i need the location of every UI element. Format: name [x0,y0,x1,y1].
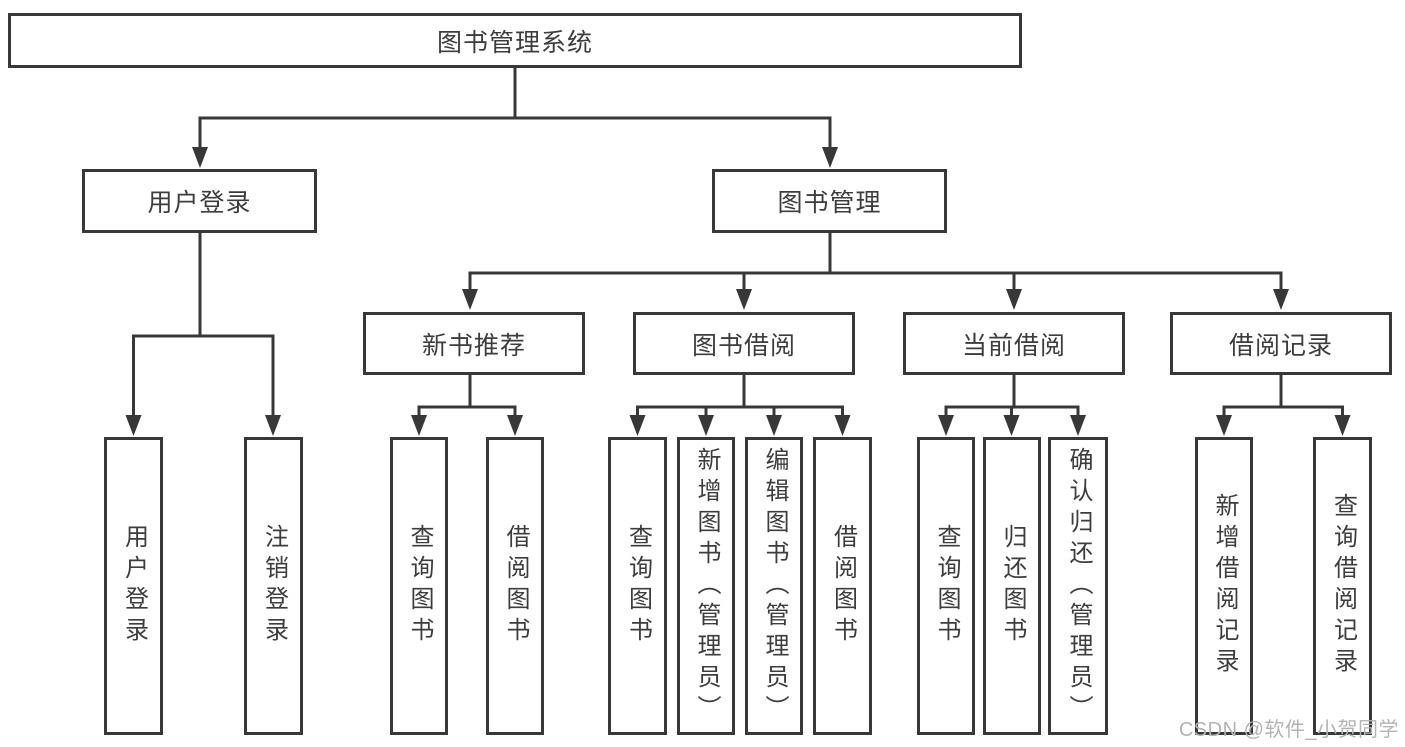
leaf-label: 查询图书 [624,524,652,648]
leaf-query-book-borrow: 查询图书 [608,437,667,735]
leaf-label: 新增借阅记录 [1211,493,1238,679]
node-library-management-system: 图书管理系统 [8,13,1022,68]
node-current-borrow: 当前借阅 [903,312,1125,375]
connector-user-login-branch [125,233,281,436]
leaf-label: 编辑图书（管理员） [761,446,788,726]
connector-borrow-records-branch [1216,375,1351,436]
leaf-label: 查询图书 [933,524,960,648]
node-label: 图书借阅 [691,331,796,360]
leaf-label: 注销登录 [260,524,288,648]
node-label: 用户登录 [147,189,252,217]
leaf-add-borrow-record: 新增借阅记录 [1195,437,1253,735]
connector-new-book-branch [411,375,523,436]
connector-book-borrow-branch [629,375,851,436]
leaf-borrow-book: 借阅图书 [813,437,872,735]
node-label: 借阅记录 [1228,331,1333,360]
node-new-book-recommend: 新书推荐 [363,312,585,375]
connector-book-management-branch [462,233,1289,310]
leaf-query-borrow-record: 查询借阅记录 [1313,437,1372,735]
node-label: 图书管理系统 [436,28,593,57]
leaf-logout: 注销登录 [244,437,303,735]
node-user-login: 用户登录 [82,169,317,233]
node-label: 图书管理 [777,189,882,217]
leaf-add-book-admin: 新增图书（管理员） [677,437,735,735]
leaf-return-book: 归还图书 [983,437,1041,735]
leaf-label: 查询借阅记录 [1329,493,1357,679]
node-label: 新书推荐 [421,331,526,360]
node-borrow-records: 借阅记录 [1170,312,1392,375]
leaf-borrow-book-recommend: 借阅图书 [486,437,544,735]
node-book-management: 图书管理 [712,169,947,233]
leaf-label: 用户登录 [120,524,148,648]
leaf-edit-book-admin: 编辑图书（管理员） [745,437,803,735]
leaf-label: 确认归还（管理员） [1065,446,1092,726]
leaf-label: 新增图书（管理员） [693,446,720,726]
node-label: 当前借阅 [961,331,1066,360]
leaf-label: 借阅图书 [502,524,529,648]
leaf-user-login: 用户登录 [104,437,163,735]
connector-root-to-level2 [192,68,838,168]
leaf-label: 查询图书 [406,524,433,648]
leaf-label: 借阅图书 [829,524,857,648]
leaf-label: 归还图书 [999,524,1026,648]
node-book-borrow: 图书借阅 [633,312,855,375]
leaf-confirm-return-admin: 确认归还（管理员） [1048,437,1108,735]
connector-current-borrow-branch [938,375,1086,436]
leaf-query-book-current: 查询图书 [917,437,975,735]
leaf-query-book-recommend: 查询图书 [390,437,448,735]
